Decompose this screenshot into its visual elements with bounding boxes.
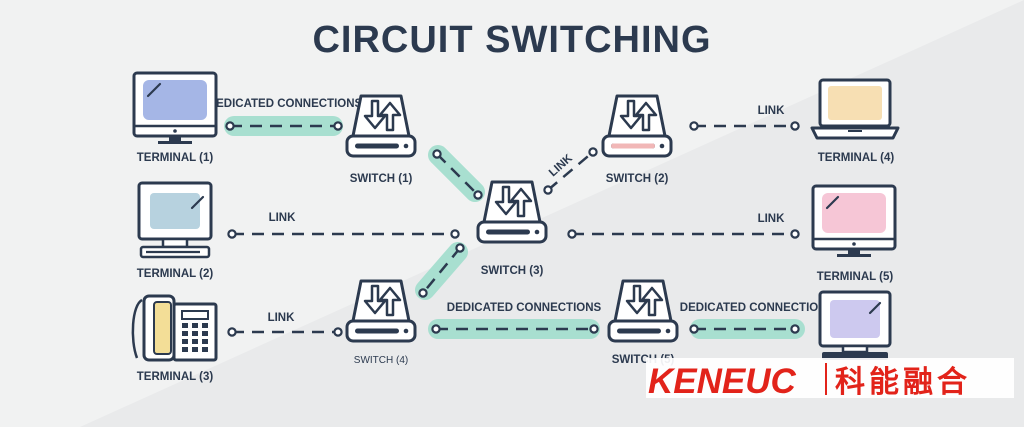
label-dedicated-s5-t6: DEDICATED CONNECTIONS [680, 302, 835, 314]
switch-1-label: SWITCH (1) [350, 173, 413, 185]
label-link-s3-t5: LINK [758, 213, 786, 225]
switch-2-label: SWITCH (2) [606, 173, 669, 185]
switch-5: SWITCH (5) [607, 279, 679, 366]
switch-1: SWITCH (1) [345, 94, 417, 185]
terminal-5: TERMINAL (5) [811, 184, 897, 283]
switch-2: SWITCH (2) [601, 94, 673, 185]
terminal-3: TERMINAL (3) [131, 294, 218, 383]
terminal-1: TERMINAL (1) [132, 71, 218, 164]
line-s3-s2 [547, 151, 594, 191]
logo-latin: KENEUC [648, 362, 797, 401]
terminal-2: TERMINAL (2) [137, 181, 214, 280]
label-dedicated-s4-s5: DEDICATED CONNECTIONS [447, 302, 602, 314]
connection-lines [230, 124, 795, 334]
terminal-2-label: TERMINAL (2) [137, 268, 214, 280]
connection-nodes [225, 121, 800, 337]
line-s1-s3 [436, 153, 479, 196]
label-dedicated-t1-s1: DEDICATED CONNECTIONS [208, 98, 363, 110]
keneuc-logo: KENEUC 科能融合 [646, 358, 1014, 401]
label-link-t3-s4: LINK [268, 312, 296, 324]
terminal-6 [818, 290, 892, 360]
line-s3-s4 [422, 247, 461, 294]
terminal-1-label: TERMINAL (1) [137, 152, 214, 164]
terminal-5-label: TERMINAL (5) [817, 271, 894, 283]
page-title: CIRCUIT SWITCHING [312, 19, 711, 61]
label-link-t2-s3: LINK [269, 212, 297, 224]
logo-cjk: 科能融合 [835, 365, 971, 400]
label-link-s3-s2: LINK [547, 152, 575, 179]
terminal-3-label: TERMINAL (3) [137, 371, 214, 383]
switch-4-label: SWITCH (4) [354, 355, 408, 366]
switch-3: SWITCH (3) [476, 180, 548, 277]
terminal-4: TERMINAL (4) [810, 78, 900, 164]
switch-3-label: SWITCH (3) [481, 265, 544, 277]
switch-4: SWITCH (4) [345, 279, 417, 366]
terminal-4-label: TERMINAL (4) [818, 152, 895, 164]
label-link-s2-t4: LINK [758, 105, 786, 117]
